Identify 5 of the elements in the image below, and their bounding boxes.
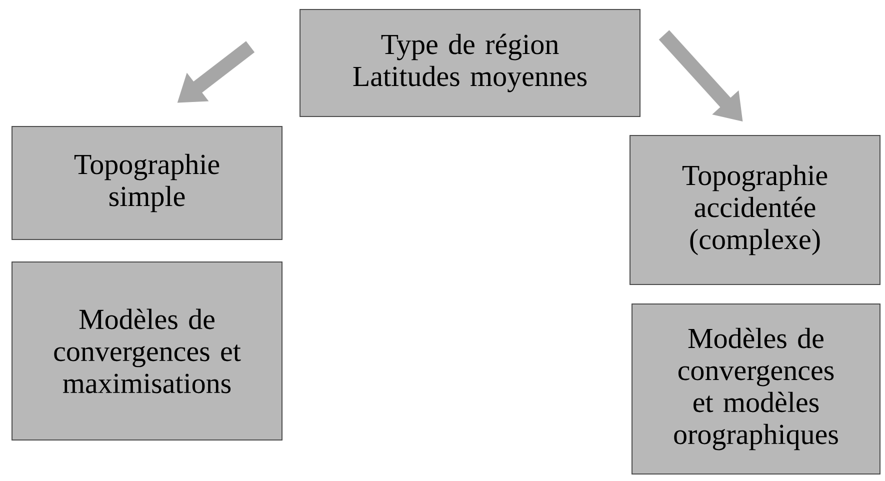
text-box: Modèles de convergences et maximisations [12,262,282,440]
text-box: Topographie simple [12,126,282,240]
text-box: Type de région Latitudes moyennes [300,9,640,117]
text-box: Topographie accidentée (complexe) [630,135,880,285]
text-box: Modèles de convergences et modèles orographiques [632,303,880,474]
